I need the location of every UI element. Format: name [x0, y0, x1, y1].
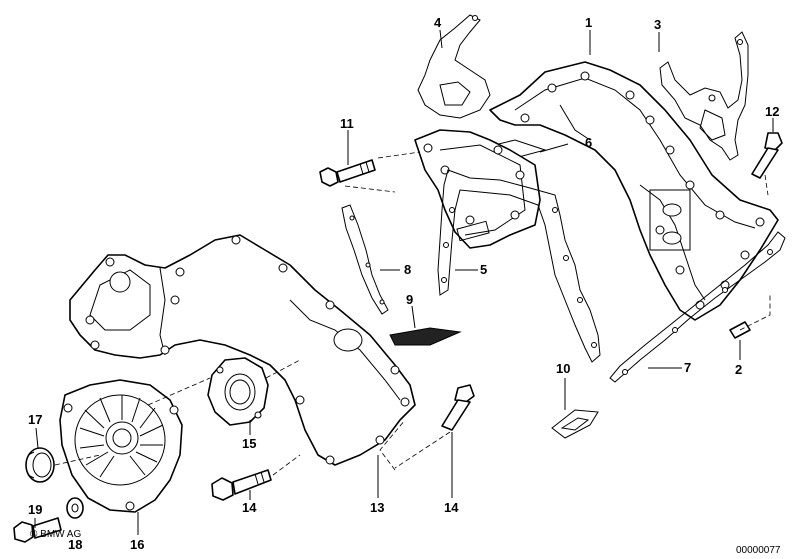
- bolt-12: [751, 132, 783, 179]
- label-10: 10: [556, 361, 570, 376]
- label-14-left: 14: [242, 500, 257, 515]
- leader-lines: [34, 29, 774, 535]
- washer: [66, 497, 84, 519]
- label-17: 17: [28, 412, 42, 427]
- label-9: 9: [406, 292, 413, 307]
- label-4: 4: [434, 15, 442, 30]
- label-2: 2: [735, 362, 742, 377]
- bolt-19: [13, 517, 62, 543]
- label-19: 19: [28, 502, 42, 517]
- gasket-upper-left: [417, 14, 491, 119]
- seal-ring: [25, 447, 55, 483]
- diagram-id: 00000077: [736, 545, 781, 556]
- gasket-upper-right: [659, 31, 749, 161]
- label-3: 3: [654, 17, 661, 32]
- label-18: 18: [68, 537, 82, 552]
- gasket-7: [609, 231, 786, 383]
- label-12: 12: [765, 104, 779, 119]
- bolt-11: [319, 159, 376, 187]
- middle-cover: [414, 129, 541, 249]
- pump-housing: [59, 379, 183, 513]
- label-15: 15: [242, 436, 256, 451]
- copyright-text: © BMW AG: [30, 529, 81, 540]
- label-8: 8: [404, 262, 411, 277]
- upper-timing-case: [489, 61, 779, 321]
- label-16: 16: [130, 537, 144, 552]
- label-13: 13: [370, 500, 384, 515]
- label-7: 7: [684, 360, 691, 375]
- label-5: 5: [480, 262, 487, 277]
- gasket-5: [437, 169, 601, 363]
- gasket-10: [551, 409, 599, 439]
- label-11: 11: [340, 116, 354, 131]
- seal-plate: [207, 357, 269, 426]
- lower-timing-case: [69, 234, 416, 466]
- label-6: 6: [585, 135, 592, 150]
- gasket-8: [341, 204, 389, 315]
- gasket-9: [389, 327, 462, 346]
- alignment-lines: [54, 151, 771, 476]
- part-labels: 1 4 3 12 11 6 5 8 9 7 2 10 15 17 14 13 1…: [28, 15, 779, 552]
- label-14-right: 14: [444, 500, 459, 515]
- label-1: 1: [585, 15, 592, 30]
- bolt-14-right: [441, 384, 475, 431]
- bolt-14-left: [211, 469, 272, 501]
